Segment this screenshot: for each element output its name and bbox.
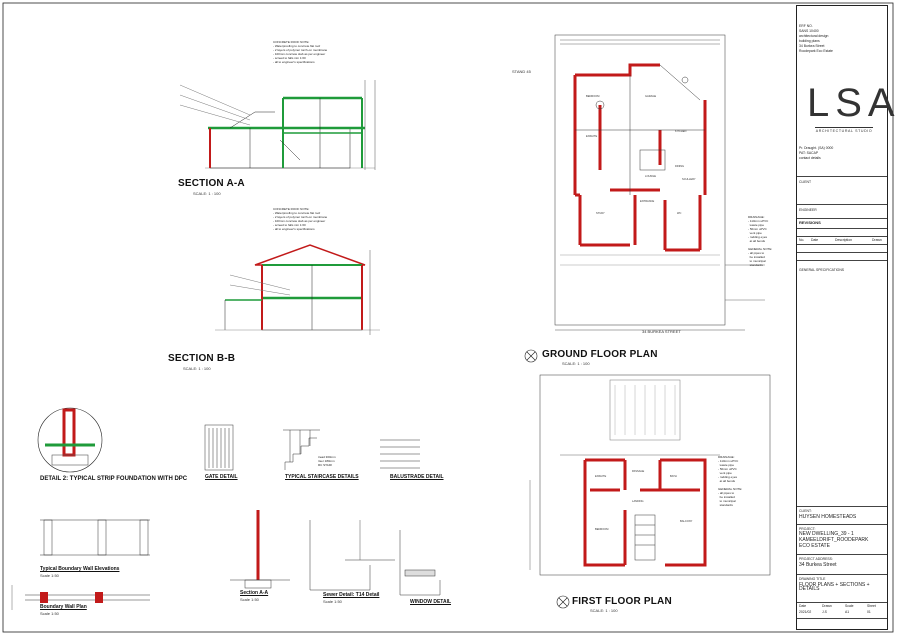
tb-revisions-label: REVISIONS xyxy=(799,220,821,225)
staircase-details-title: TYPICAL STAIRCASE DETAILS xyxy=(285,474,359,480)
wall-section-drawing xyxy=(230,510,290,589)
ground-floor-scale: SCALE: 1 : 100 xyxy=(562,361,590,366)
tb-rev-h2: Date xyxy=(811,238,819,242)
tb-address-label: PROJECT ADDRESS: xyxy=(799,557,833,561)
boundary-elev-title: Typical Boundary Wall Elevations xyxy=(40,566,120,572)
ff-room-4: LANDING xyxy=(632,500,644,503)
gf-room-3: GARAGE xyxy=(645,95,657,98)
window-detail-title: WINDOW DETAIL xyxy=(410,599,452,605)
roof-note-aa: CONCRETE ROOF NOTE: - Waterproofing to c… xyxy=(273,40,328,64)
ff-room-2: ENSUITE xyxy=(595,475,607,478)
window-detail-drawing xyxy=(399,530,441,596)
stand-label: STAND 45 xyxy=(512,69,531,74)
section-aa-drawing xyxy=(179,80,376,170)
tb-client-label: CLIENT xyxy=(799,180,812,184)
boundary-elev-scale: Scale 1:50 xyxy=(40,573,59,578)
gate-detail-drawing xyxy=(204,424,234,471)
ff-room-6: PASSAGE xyxy=(632,470,645,473)
ground-floor-title: GROUND FLOOR PLAN xyxy=(542,349,658,360)
first-floor-scale: SCALE: 1 : 100 xyxy=(590,608,618,613)
tb-foot-h2: Drawn xyxy=(822,604,832,608)
street-label: 34 BURKEA STREET xyxy=(642,329,681,334)
stair-note: tread 300mm riser 180mm RC STAIR xyxy=(318,455,336,467)
tb-foot-v1: 2021/02 xyxy=(799,610,812,614)
tb-contact-2: PAT: SACAP xyxy=(799,151,819,155)
tb-spec-label: GENERAL SPECIFICATIONS xyxy=(799,268,845,272)
section-bb-title: SECTION B-B xyxy=(168,353,236,364)
tb-project-1: NEW DWELLING_39 - 1 xyxy=(799,531,854,537)
drainage-note: DRAINAGE: - 110mm uPVC waste pipe - 50mm… xyxy=(748,215,773,267)
lsa-logo-sub: ARCHITECTURAL STUDIO xyxy=(815,127,873,133)
tb-drawing-title: FLOOR PLANS + SECTIONS + DETAILS xyxy=(799,582,870,593)
tb-contact-1: Pr. Draught. (SA) 0000 xyxy=(799,146,834,150)
tb-foot-h1: Date xyxy=(799,604,807,608)
gf-room-4: KITCHEN xyxy=(675,130,687,133)
tb-rev-h3: Description xyxy=(835,238,852,242)
boundary-plan-title: Boundary Wall Plan xyxy=(40,604,87,610)
ground-floor-plan-drawing xyxy=(524,34,765,363)
tb-company-3: architectural design xyxy=(799,34,829,38)
gf-room-9: STUDY xyxy=(596,212,605,215)
tb-foot-v3: A1 xyxy=(845,610,850,614)
gf-room-8: ENTRANCE xyxy=(640,200,655,203)
tb-company-5: 34 Burkea Street xyxy=(799,44,825,48)
sewer-detail-scale: Scale 1:50 xyxy=(323,599,342,604)
section-bb-scale: SCALE: 1 : 100 xyxy=(183,366,211,371)
tb-company-6: Roodepark Eco Estate xyxy=(799,49,833,53)
tb-foot-v4: 01 xyxy=(867,610,871,614)
boundary-wall-elevation-drawing xyxy=(11,519,150,610)
boundary-plan-scale: Scale 1:50 xyxy=(40,611,59,616)
tb-project-3: ECO ESTATE xyxy=(799,543,830,549)
drainage-note-ff: DRAINAGE: - 110mm uPVC waste pipe - 50mm… xyxy=(718,455,743,507)
gf-room-1: BEDROOM xyxy=(586,95,600,98)
wall-section-scale: Scale 1:50 xyxy=(240,597,259,602)
first-floor-plan-drawing xyxy=(529,374,771,609)
tb-foot-h4: Sheet xyxy=(867,604,876,608)
sewer-detail-title: Sewer Detail: T14 Detail xyxy=(323,592,380,598)
title-block: ERF NO. SANS 10400 architectural design … xyxy=(796,5,900,630)
tb-client-name-label: CLIENT: xyxy=(799,509,812,513)
gf-room-5: LOUNGE xyxy=(645,175,656,178)
section-aa-scale: SCALE: 1 : 100 xyxy=(193,191,221,196)
tb-foot-v2: J.S xyxy=(822,610,827,614)
tb-project-2: KAMEELDRIFT_ROODEPARK xyxy=(799,537,869,543)
ff-room-1: BEDROOM xyxy=(595,528,609,531)
balustrade-detail-title: BALUSTRADE DETAIL xyxy=(390,474,444,480)
tb-contact-3: contact details xyxy=(799,156,821,160)
detail2-title: DETAIL 2: TYPICAL STRIP FOUNDATION WITH … xyxy=(40,476,188,482)
gf-room-10: WC xyxy=(677,212,682,215)
tb-client-name: HUYSEN HOMESTEADS xyxy=(799,514,857,520)
tb-drawing-title-label: DRAWING TITLE xyxy=(799,577,826,581)
gf-room-6: DINING xyxy=(675,165,685,168)
tb-address: 34 Burkea Street xyxy=(799,562,837,568)
first-floor-title: FIRST FLOOR PLAN xyxy=(572,596,672,607)
tb-company-2: SANS 10400 xyxy=(799,29,819,33)
lsa-logo: LSA xyxy=(807,81,900,125)
tb-project-label: PROJECT: xyxy=(799,527,816,531)
gf-room-2: ENSUITE xyxy=(586,135,598,138)
tb-engineer-label: ENGINEER xyxy=(799,208,817,212)
tb-foot-h3: Scale xyxy=(845,604,854,608)
tb-rev-h1: No. xyxy=(799,238,805,242)
tb-rev-h4: Drawn xyxy=(872,238,882,242)
tb-company-1: ERF NO. xyxy=(799,24,813,28)
balustrade-detail-drawing xyxy=(380,439,420,469)
gf-room-7: SCULLERY xyxy=(682,178,696,181)
section-bb-drawing xyxy=(215,244,380,335)
detail2-drawing xyxy=(37,407,103,473)
ff-room-5: BALCONY xyxy=(680,520,693,523)
stair-detail-drawing xyxy=(283,429,320,470)
sewer-detail-drawing xyxy=(309,520,395,591)
wall-section-title: Section A-A xyxy=(240,590,269,596)
gate-detail-title: GATE DETAIL xyxy=(205,474,238,480)
section-aa-title: SECTION A-A xyxy=(178,178,245,189)
tb-company-4: building plans xyxy=(799,39,820,43)
roof-note-bb: CONCRETE ROOF NOTE: - Waterproofing to c… xyxy=(273,207,328,231)
ff-room-3: BATH xyxy=(670,475,677,478)
